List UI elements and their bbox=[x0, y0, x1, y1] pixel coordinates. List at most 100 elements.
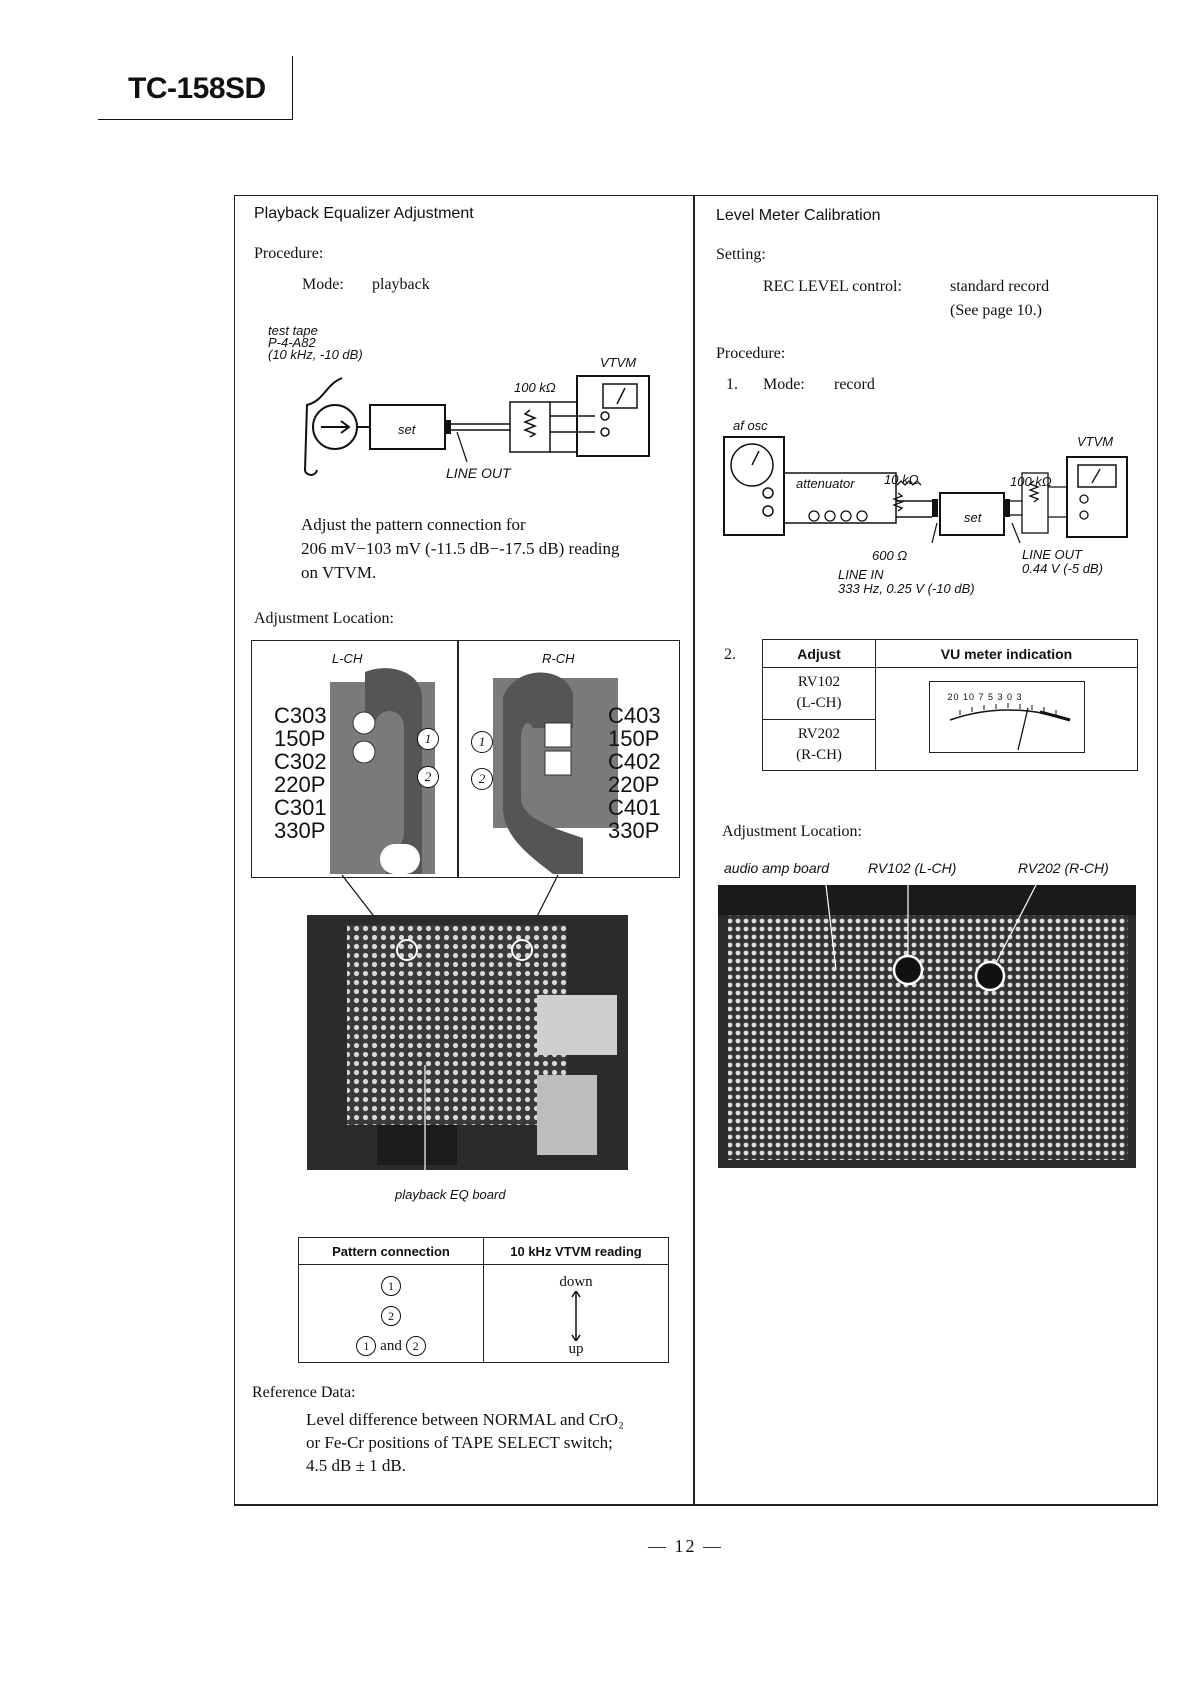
adjust-line-2: 206 mV−103 mV (-11.5 dB−-17.5 dB) readin… bbox=[301, 539, 620, 558]
right-line-out-value: 0.44 V (-5 dB) bbox=[1022, 561, 1103, 576]
resistor-100k-label: 100 kΩ bbox=[514, 380, 556, 395]
rch-capacitor-labels: C403 150P C402 220P C401 330P bbox=[608, 704, 661, 842]
adjust-line-3: on VTVM. bbox=[301, 563, 377, 582]
pattern-connection-cell: 1 2 1 and 2 bbox=[298, 1264, 484, 1363]
channel-detail-box bbox=[251, 640, 680, 878]
rch-cap-c402: C402 bbox=[608, 749, 661, 774]
rv202-channel: (R-CH) bbox=[796, 746, 842, 763]
lch-capacitor-labels: C303 150P C302 220P C301 330P bbox=[274, 704, 327, 842]
step1-number: 1. bbox=[726, 376, 738, 393]
rv102-channel: (L-CH) bbox=[796, 695, 842, 712]
af-osc-label: af osc bbox=[733, 418, 768, 433]
vtvm-label: VTVM bbox=[600, 355, 637, 370]
pattern-row-3-and: and bbox=[380, 1338, 402, 1354]
test-tape-line1: test tape bbox=[268, 323, 318, 338]
line-out-label: LINE OUT bbox=[446, 465, 511, 481]
lch-cap-c303: C303 bbox=[274, 703, 327, 728]
header-rule-horizontal bbox=[98, 119, 293, 120]
right-vtvm-label: VTVM bbox=[1077, 434, 1114, 449]
right-mode-value: record bbox=[834, 376, 875, 393]
attenuator-label: attenuator bbox=[796, 476, 855, 491]
adjust-rv202-cell: RV202 (R-CH) bbox=[762, 718, 876, 771]
pattern-row-2: 2 bbox=[381, 1306, 401, 1326]
test-tape-line2: P-4-A82 bbox=[268, 335, 316, 350]
pattern-row-1: 1 bbox=[381, 1276, 401, 1296]
pattern-connection-table: Pattern connection 10 kHz VTVM reading 1… bbox=[298, 1237, 669, 1363]
model-title: TC-158SD bbox=[128, 72, 266, 105]
lch-cap-330p: 330P bbox=[274, 818, 326, 843]
playback-circuit-diagram bbox=[303, 375, 650, 476]
reading-arrow bbox=[571, 1291, 581, 1341]
audio-amp-board-photo bbox=[718, 885, 1136, 1168]
lch-cap-150p: 150P bbox=[274, 726, 326, 751]
pattern-row-3b: 2 bbox=[405, 1336, 426, 1356]
lch-cap-c302: C302 bbox=[274, 749, 327, 774]
vu-meter-cell: 20 10 7 5 3 0 3 bbox=[875, 667, 1138, 771]
left-procedure-label: Procedure: bbox=[254, 245, 324, 262]
line-in-label: LINE IN bbox=[838, 567, 884, 582]
reading-down: down bbox=[559, 1274, 593, 1290]
vu-indication-header: VU meter indication bbox=[875, 639, 1138, 668]
rch-label: R-CH bbox=[542, 651, 575, 666]
adjust-rv102-cell: RV102 (L-CH) bbox=[762, 667, 876, 720]
lch-cap-c301: C301 bbox=[274, 795, 327, 820]
right-section-title: Level Meter Calibration bbox=[716, 207, 881, 224]
rch-cap-c403: C403 bbox=[608, 703, 661, 728]
rec-level-value: standard record bbox=[950, 278, 1050, 295]
channel-box-divider bbox=[457, 640, 459, 878]
adjust-instructions: Adjust the pattern connection for 206 mV… bbox=[301, 513, 620, 585]
page-number: — 12 — bbox=[648, 1536, 723, 1556]
rch-cap-220p: 220P bbox=[608, 772, 660, 797]
rch-cap-150p: 150P bbox=[608, 726, 660, 751]
rch-cap-330p: 330P bbox=[608, 818, 660, 843]
rec-level-ref: (See page 10.) bbox=[950, 302, 1042, 319]
adjust-header: Adjust bbox=[762, 639, 876, 668]
content-frame bbox=[234, 195, 1158, 1506]
rv202-label: RV202 bbox=[797, 725, 841, 742]
vtvm-reading-cell: down up bbox=[483, 1264, 669, 1363]
test-tape-label: test tape P-4-A82 (10 kHz, -10 dB) bbox=[268, 323, 363, 362]
rch-pcb-detail bbox=[493, 672, 618, 874]
line-out-spec: LINE OUT 0.44 V (-5 dB) bbox=[1022, 548, 1103, 576]
right-mode-label: Mode: bbox=[763, 376, 805, 393]
playback-eq-board-caption: playback EQ board bbox=[395, 1187, 506, 1202]
left-mode-value: playback bbox=[372, 276, 430, 293]
reference-line-3: 4.5 dB ± 1 dB. bbox=[306, 1456, 407, 1475]
pattern-connection-header: Pattern connection bbox=[298, 1237, 484, 1265]
reference-data-label: Reference Data: bbox=[252, 1384, 356, 1401]
rv102-label: RV102 bbox=[797, 674, 841, 691]
rec-level-label: REC LEVEL control: bbox=[763, 278, 902, 295]
header-rule-vertical bbox=[292, 56, 293, 120]
lch-label: L-CH bbox=[332, 651, 363, 666]
rv202-photo-label: RV202 (R-CH) bbox=[1018, 860, 1109, 876]
reading-up: up bbox=[568, 1341, 584, 1357]
rv102-photo-label: RV102 (L-CH) bbox=[868, 860, 957, 876]
lch-point-2: 2 bbox=[417, 766, 439, 788]
line-in-spec: LINE IN 333 Hz, 0.25 V (-10 dB) bbox=[838, 568, 975, 596]
resistor-100k-right-label: 100 kΩ bbox=[1010, 474, 1052, 489]
line-in-value: 333 Hz, 0.25 V (-10 dB) bbox=[838, 581, 975, 596]
left-section-title: Playback Equalizer Adjustment bbox=[254, 205, 474, 222]
vu-adjust-table: Adjust VU meter indication RV102 (L-CH) bbox=[762, 639, 1138, 771]
step2-number: 2. bbox=[724, 646, 736, 663]
vu-scale: 20 10 7 5 3 0 3 bbox=[947, 692, 1023, 702]
reference-line-2: or Fe-Cr positions of TAPE SELECT switch… bbox=[306, 1433, 613, 1452]
vtvm-reading-header: 10 kHz VTVM reading bbox=[483, 1237, 669, 1265]
column-divider bbox=[693, 195, 695, 1504]
lch-cap-220p: 220P bbox=[274, 772, 326, 797]
audio-amp-board-label: audio amp board bbox=[724, 860, 830, 876]
set-label: set bbox=[398, 422, 416, 437]
right-adjustment-location-label: Adjustment Location: bbox=[722, 823, 862, 840]
lch-point-1: 1 bbox=[417, 728, 439, 750]
reference-line-1: Level difference between NORMAL and CrO₂ bbox=[306, 1410, 624, 1429]
test-tape-line3: (10 kHz, -10 dB) bbox=[268, 347, 363, 362]
setting-label: Setting: bbox=[716, 246, 766, 263]
right-set-label: set bbox=[964, 510, 982, 525]
left-mode-label: Mode: bbox=[302, 276, 344, 293]
reference-data-text: Level difference between NORMAL and CrO₂… bbox=[306, 1408, 624, 1477]
rch-point-2: 2 bbox=[471, 768, 493, 790]
left-adjustment-location-label: Adjustment Location: bbox=[254, 610, 394, 627]
pattern-row-3a: 1 bbox=[356, 1336, 377, 1356]
resistor-10k-label: 10 kΩ bbox=[884, 472, 919, 487]
right-line-out-label: LINE OUT bbox=[1022, 547, 1082, 562]
